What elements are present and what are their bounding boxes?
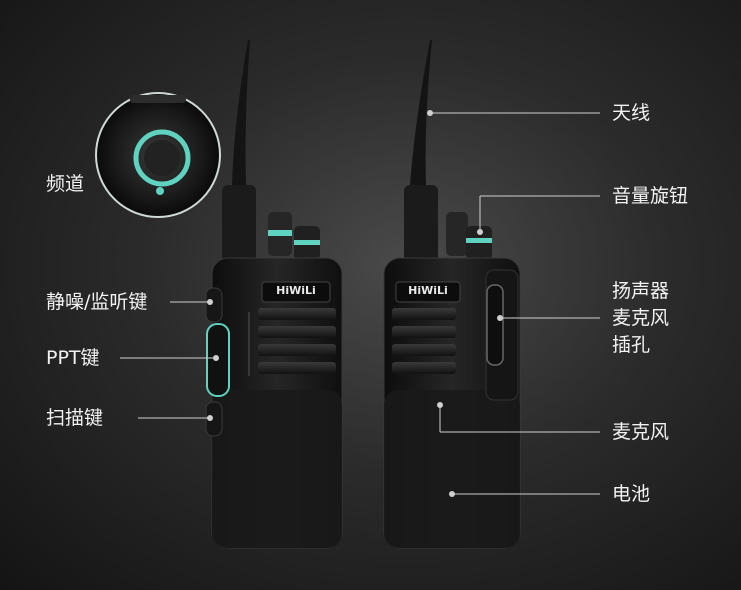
label-scan-key: 扫描键 xyxy=(46,407,104,429)
speaker-grille-right xyxy=(392,308,456,374)
antenna-base-right xyxy=(404,185,438,265)
speaker-mic-jack xyxy=(486,284,504,366)
label-channel: 频道 xyxy=(46,173,85,195)
channel-knob-right xyxy=(446,212,468,256)
leader-lines xyxy=(120,112,600,495)
label-microphone: 麦克风 xyxy=(612,421,670,443)
channel-knob-zoom-inset xyxy=(95,92,221,218)
antenna-base-left xyxy=(222,185,256,265)
label-speaker-line: 扬声器 xyxy=(612,280,670,302)
label-battery: 电池 xyxy=(612,483,651,505)
brand-logo-left: HiWiLi xyxy=(276,284,316,297)
speaker-grille-left xyxy=(248,308,336,376)
scan-button xyxy=(205,401,223,437)
squelch-button xyxy=(205,287,223,323)
label-speaker-mic-jack: 扬声器 麦克风 插孔 xyxy=(612,278,669,359)
brand-logo-right: HiWiLi xyxy=(408,284,448,297)
label-squelch-monitor-key: 静噪/监听键 xyxy=(46,291,148,313)
label-jack-line: 插孔 xyxy=(612,334,651,356)
leader-dots xyxy=(207,110,503,497)
channel-knob-left xyxy=(268,212,292,256)
label-ptt-key: PPT键 xyxy=(46,347,100,369)
volume-knob-left xyxy=(294,226,320,260)
volume-knob-right xyxy=(466,226,492,260)
label-volume-knob: 音量旋钮 xyxy=(612,185,689,207)
label-mic-line: 麦克风 xyxy=(612,307,670,329)
label-antenna: 天线 xyxy=(612,102,651,124)
